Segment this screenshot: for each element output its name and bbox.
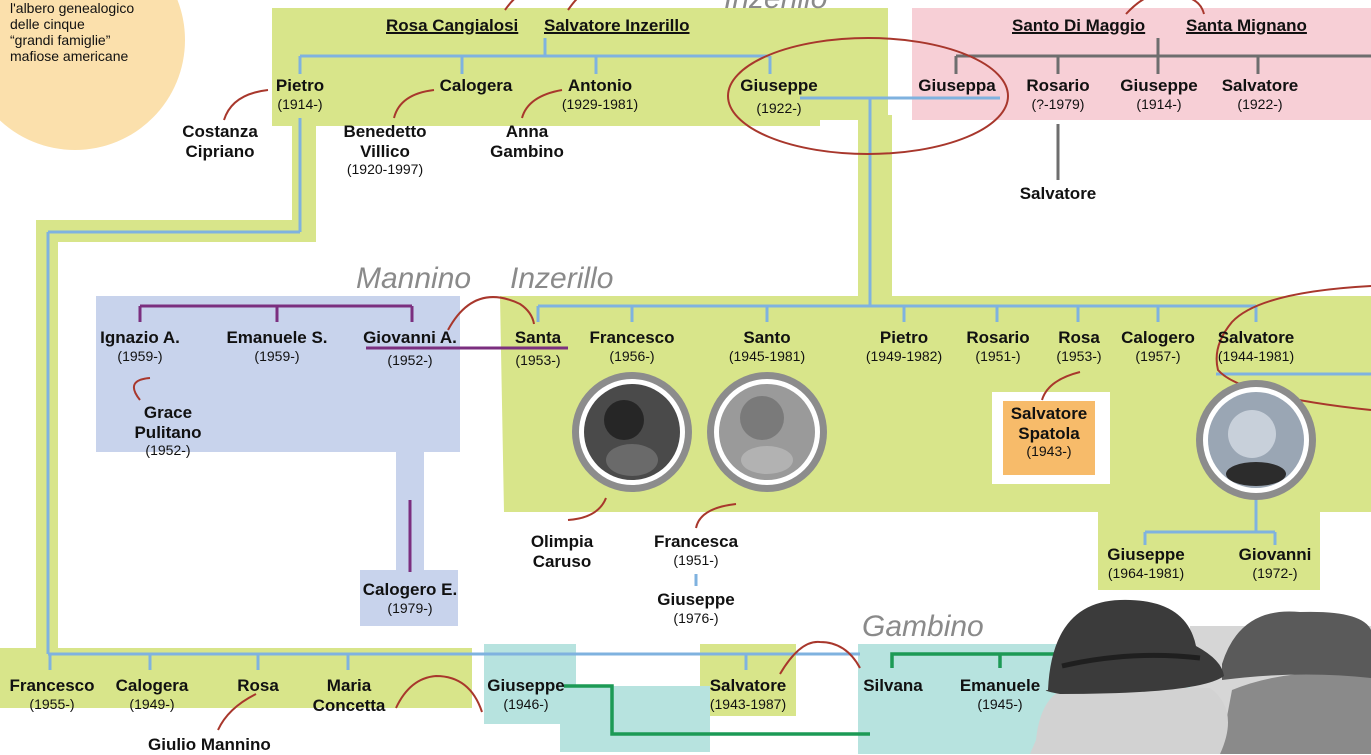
person-rosa-cangialosi: Rosa Cangialosi [386, 16, 519, 35]
person-santa: Santa(1953-) [514, 328, 562, 368]
family-label-mannino: Mannino [356, 262, 472, 295]
person-silvana: Silvana [863, 676, 923, 695]
person-emanuele-s: Emanuele S.(1959-) [226, 328, 328, 364]
family-label-gambino: Gambino [862, 610, 984, 643]
person-giuseppe-1914: Giuseppe(1914-) [1120, 76, 1198, 112]
person-emanuele-1945: Emanuele(1945-) [959, 676, 1041, 712]
person-francesco-1956: Francesco(1956-) [589, 328, 675, 364]
person-ignazio: Ignazio A.(1959-) [100, 328, 180, 364]
person-giuseppe-1922: Giuseppe(1922-) [740, 76, 818, 116]
salvatore-1943-panel [700, 644, 796, 716]
person-salvatore-1944: Salvatore(1944-1981) [1217, 328, 1295, 364]
person-salvatore-1922: Salvatore(1922-) [1221, 76, 1299, 112]
person-salvatore-1943: Salvatore(1943-1987) [709, 676, 787, 712]
person-santo-di-maggio: Santo Di Maggio [1012, 16, 1146, 35]
person-calogero-e: Calogero E.(1979-) [362, 580, 458, 616]
di-maggio-panel [912, 8, 1371, 120]
note-line-1: l'albero genealogico [10, 0, 135, 16]
family-label-inzerillo: Inzerillo [510, 262, 614, 295]
person-salvatore-child: Salvatore [1019, 184, 1097, 203]
inzerillo-mid-panel [500, 296, 1371, 590]
portrait-olimpia-francesco [572, 372, 692, 492]
blue-lines [46, 38, 1371, 670]
legend-blob [0, 0, 185, 150]
person-calogera-1949: Calogera(1949-) [115, 676, 189, 712]
mannino-panel [96, 296, 460, 626]
person-santa-mignano: Santa Mignano [1186, 16, 1307, 35]
person-calogero-1957: Calogero(1957-) [1121, 328, 1195, 364]
person-antonio: Antonio(1929-1981) [561, 76, 639, 112]
photo-two-men [1030, 599, 1371, 754]
portrait-salvatore-1944 [1196, 380, 1316, 500]
person-francesco-1955: Francesco(1955-) [9, 676, 95, 712]
person-rosa: Rosa [237, 676, 279, 695]
person-francesca: Francesca(1951-) [653, 532, 739, 568]
family-label-inzerillo-top: Inzerillo [724, 0, 827, 16]
person-giuseppe-1964: Giuseppe(1964-1981) [1107, 545, 1185, 581]
person-rosario-top: Rosario(?-1979) [1026, 76, 1090, 112]
person-giulio-mannino: Giulio Mannino [148, 735, 271, 754]
portrait-santo [707, 372, 827, 492]
inzerillo-left-band [0, 648, 472, 708]
person-giuseppe-1976: Giuseppe(1976-) [657, 590, 735, 626]
note-line-4: mafiose americane [10, 48, 129, 65]
legend-note: l'albero genealogico delle cinque “grand… [10, 0, 134, 64]
note-line-3: “grandi famiglie” [10, 32, 111, 49]
inzerillo-connector-col [858, 115, 892, 320]
person-rosario-1951: Rosario(1951-) [966, 328, 1030, 364]
person-calogera: Calogera [439, 76, 513, 95]
inzerillo-panels [0, 8, 1371, 716]
person-giuseppe-1946: Giuseppe(1946-) [487, 676, 565, 712]
person-giovanni-a: Giovanni A.(1952-) [363, 328, 457, 368]
spatola-box [1003, 401, 1095, 475]
person-santo: Santo(1945-1981) [728, 328, 806, 364]
person-pietro-1914: Pietro(1914-) [275, 76, 325, 112]
inzerillo-top-panel [272, 8, 888, 126]
note-line-2: delle cinque [10, 16, 85, 33]
person-rosa-1953: Rosa(1953-) [1056, 328, 1102, 364]
person-salvatore-inzerillo-sr: Salvatore Inzerillo [544, 16, 690, 35]
person-giovanni-1972: Giovanni(1972-) [1238, 545, 1312, 581]
person-giuseppa: Giuseppa [918, 76, 996, 95]
purple-lines [138, 304, 568, 572]
gray-lines [954, 38, 1371, 180]
person-pietro-1949: Pietro(1949-1982) [865, 328, 943, 364]
